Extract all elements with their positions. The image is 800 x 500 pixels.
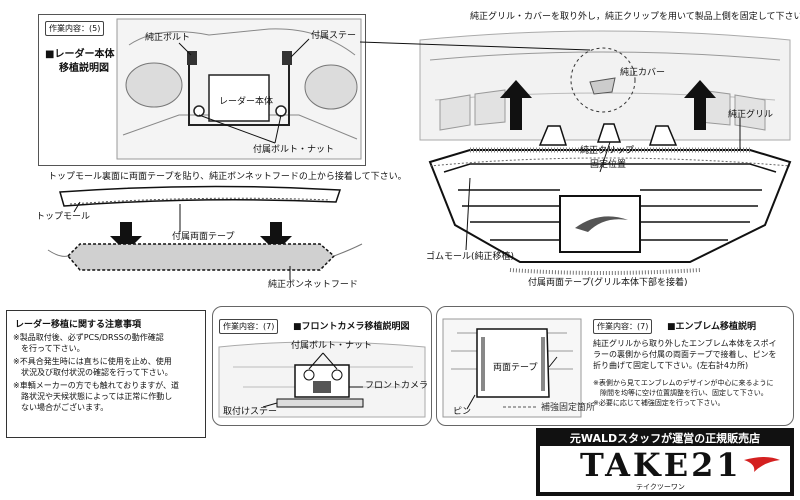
emblem-desc-1: 純正グリルから取り外したエンブレム本体をスポイ bbox=[593, 339, 777, 348]
label-genuine-bolt: 純正ボルト bbox=[145, 33, 191, 43]
label-top-mold: トップモール bbox=[36, 212, 91, 222]
label-reinforce: 補強固定箇所 bbox=[541, 403, 596, 413]
label-included-stay: 付属ステー bbox=[311, 31, 357, 41]
emblem-desc-2: ラーの裏側から付属の両面テープで接着し、ピンを bbox=[593, 350, 777, 359]
shop-logo: TAKE21 bbox=[580, 446, 742, 484]
label-genuine-clip: 純正クリップ bbox=[580, 146, 635, 156]
emblem-desc-3: 折り曲げて固定して下さい。(左右計4カ所) bbox=[593, 361, 749, 370]
label-genuine-grille: 純正グリル bbox=[728, 110, 774, 120]
swoosh-icon bbox=[744, 457, 780, 472]
shop-logo-area: TAKE21 テイクツーワン bbox=[540, 446, 790, 492]
label-genuine-cover: 純正カバー bbox=[620, 68, 666, 78]
radar-panel: 作業内容：(5) ■レーダー本体 移植説明図 純正ボルト 付属ステー レーダー本… bbox=[38, 14, 366, 166]
radar-panel-tag: 作業内容：(5) bbox=[45, 21, 105, 36]
caution-line-7: ない場合がございます。 bbox=[13, 403, 109, 412]
emblem-note-1: ※表側から見てエンブレムのデザインが中心に来るように bbox=[593, 379, 774, 387]
camera-panel-title: ■フロントカメラ移植説明図 bbox=[293, 322, 410, 332]
radar-panel-subtitle: 移植説明図 bbox=[59, 63, 109, 74]
emblem-illustration bbox=[442, 318, 582, 418]
emblem-panel-title: ■エンブレム移植説明 bbox=[667, 322, 757, 332]
emblem-note-3: ※必要に応じて補強固定を行って下さい。 bbox=[593, 399, 725, 407]
label-pin: ピン bbox=[453, 407, 472, 417]
emblem-panel: 両面テープ ピン 補強固定箇所 作業内容：(7) ■エンブレム移植説明 純正グリ… bbox=[436, 306, 794, 426]
camera-panel-tag: 作業内容：(7) bbox=[219, 319, 279, 334]
shop-banner: 元WALDスタッフが運営の正規販売店 TAKE21 テイクツーワン bbox=[536, 428, 794, 496]
caution-line-6: 路状況や天候状態によっては正常に作動し bbox=[13, 392, 173, 401]
label-rubber-mold: ゴムモール(純正移植) bbox=[426, 252, 515, 262]
emblem-panel-tag: 作業内容：(7) bbox=[593, 319, 653, 334]
caution-line-3: ※不具合発生時には直ちに使用を止め、使用 bbox=[13, 357, 172, 366]
shop-tagline: 元WALDスタッフが運営の正規販売店 bbox=[569, 432, 761, 445]
label-clip-position: 固定位置 bbox=[590, 160, 627, 170]
caution-title: レーダー移植に関する注意事項 bbox=[15, 320, 142, 330]
caution-line-4: 状況及び取付状況の確認を行って下さい。 bbox=[13, 368, 173, 377]
label-bolt-nut: 付属ボルト・ナット bbox=[253, 145, 335, 155]
caution-line-1: ※製品取付後、必ずPCS/DRSSの動作確認 bbox=[13, 333, 164, 342]
label-front-camera: フロントカメラ bbox=[365, 381, 429, 391]
radar-illustration bbox=[116, 18, 362, 160]
shop-logo-kana: テイクツーワン bbox=[636, 483, 685, 491]
label-mount-stay: 取付けステー bbox=[223, 407, 278, 417]
label-included-tape: 付属両面テープ bbox=[172, 232, 235, 242]
radar-panel-title: ■レーダー本体 bbox=[45, 49, 115, 60]
label-emblem-tape: 両面テープ bbox=[493, 363, 538, 373]
caution-line-5: ※車輌メーカーの方でも触れておりますが、道 bbox=[13, 381, 180, 390]
top-mold-instruction: トップモール裏面に両面テープを貼り、純正ボンネットフードの上から接着して下さい。 bbox=[48, 172, 407, 182]
emblem-note-2: 隙間を均等に空け位置調整を行い、固定して下さい。 bbox=[593, 389, 768, 397]
label-radar-body: レーダー本体 bbox=[219, 97, 274, 107]
caution-line-2: を行って下さい。 bbox=[13, 344, 85, 353]
camera-panel: 作業内容：(7) ■フロントカメラ移植説明図 付属ボルト・ナット フロントカメラ… bbox=[212, 306, 432, 426]
label-genuine-hood: 純正ボンネットフード bbox=[268, 280, 358, 290]
label-camera-bolt-nut: 付属ボルト・ナット bbox=[291, 341, 373, 351]
label-bottom-tape: 付属両面テープ(グリル本体下部を接着) bbox=[528, 278, 688, 288]
caution-box: レーダー移植に関する注意事項 ※製品取付後、必ずPCS/DRSSの動作確認 を行… bbox=[6, 310, 206, 438]
camera-illustration bbox=[218, 341, 426, 418]
grille-instruction: 純正グリル・カバーを取り外し，純正クリップを用いて製品上側を固定して下さい。 bbox=[470, 12, 800, 22]
